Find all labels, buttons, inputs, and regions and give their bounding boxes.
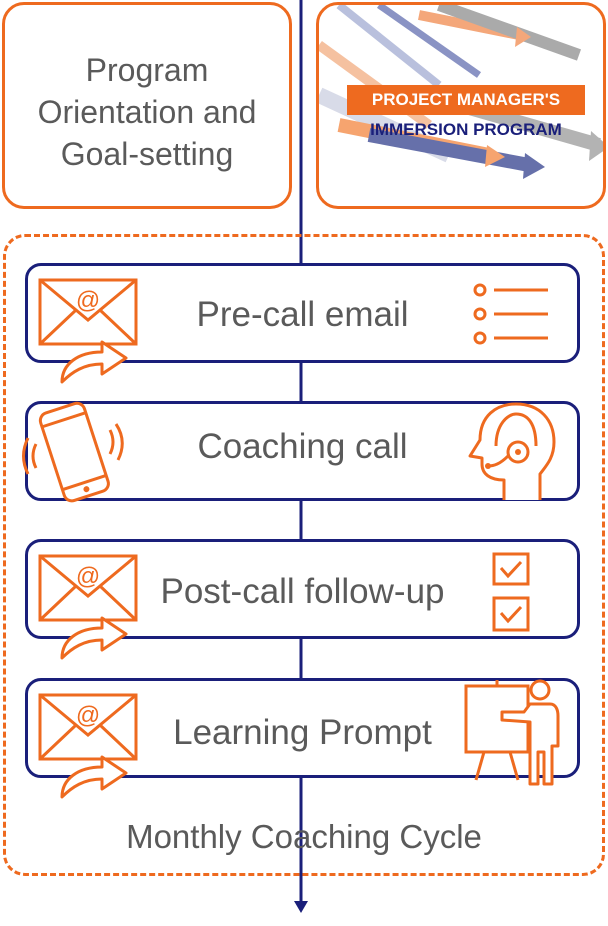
headset-person-icon — [468, 402, 556, 500]
checklist-icon — [473, 283, 548, 345]
presenter-icon — [464, 679, 560, 786]
svg-text:@: @ — [76, 287, 100, 314]
orientation-box: Program Orientation and Goal-setting — [2, 2, 292, 209]
step-label: Post-call follow-up — [160, 572, 445, 611]
svg-text:@: @ — [76, 702, 100, 729]
program-logo-box: PROJECT MANAGER'S IMMERSION PROGRAM — [316, 2, 606, 209]
logo-line-2: IMMERSION PROGRAM — [370, 120, 562, 139]
email-forward-icon: @ — [38, 693, 138, 799]
email-forward-icon: @ — [38, 278, 138, 384]
step-label: Pre-call email — [196, 295, 409, 334]
step-label: Coaching call — [197, 427, 408, 466]
checked-boxes-icon — [492, 552, 530, 632]
monthly-cycle-container — [3, 234, 605, 876]
vibrating-phone-icon — [22, 401, 124, 503]
logo-line-1: PROJECT MANAGER'S — [347, 85, 585, 115]
email-forward-icon: @ — [38, 554, 138, 660]
orientation-title: Program Orientation and Goal-setting — [37, 52, 257, 172]
svg-text:@: @ — [76, 563, 100, 590]
cycle-label: Monthly Coaching Cycle — [126, 818, 482, 855]
step-label: Learning Prompt — [173, 713, 432, 752]
